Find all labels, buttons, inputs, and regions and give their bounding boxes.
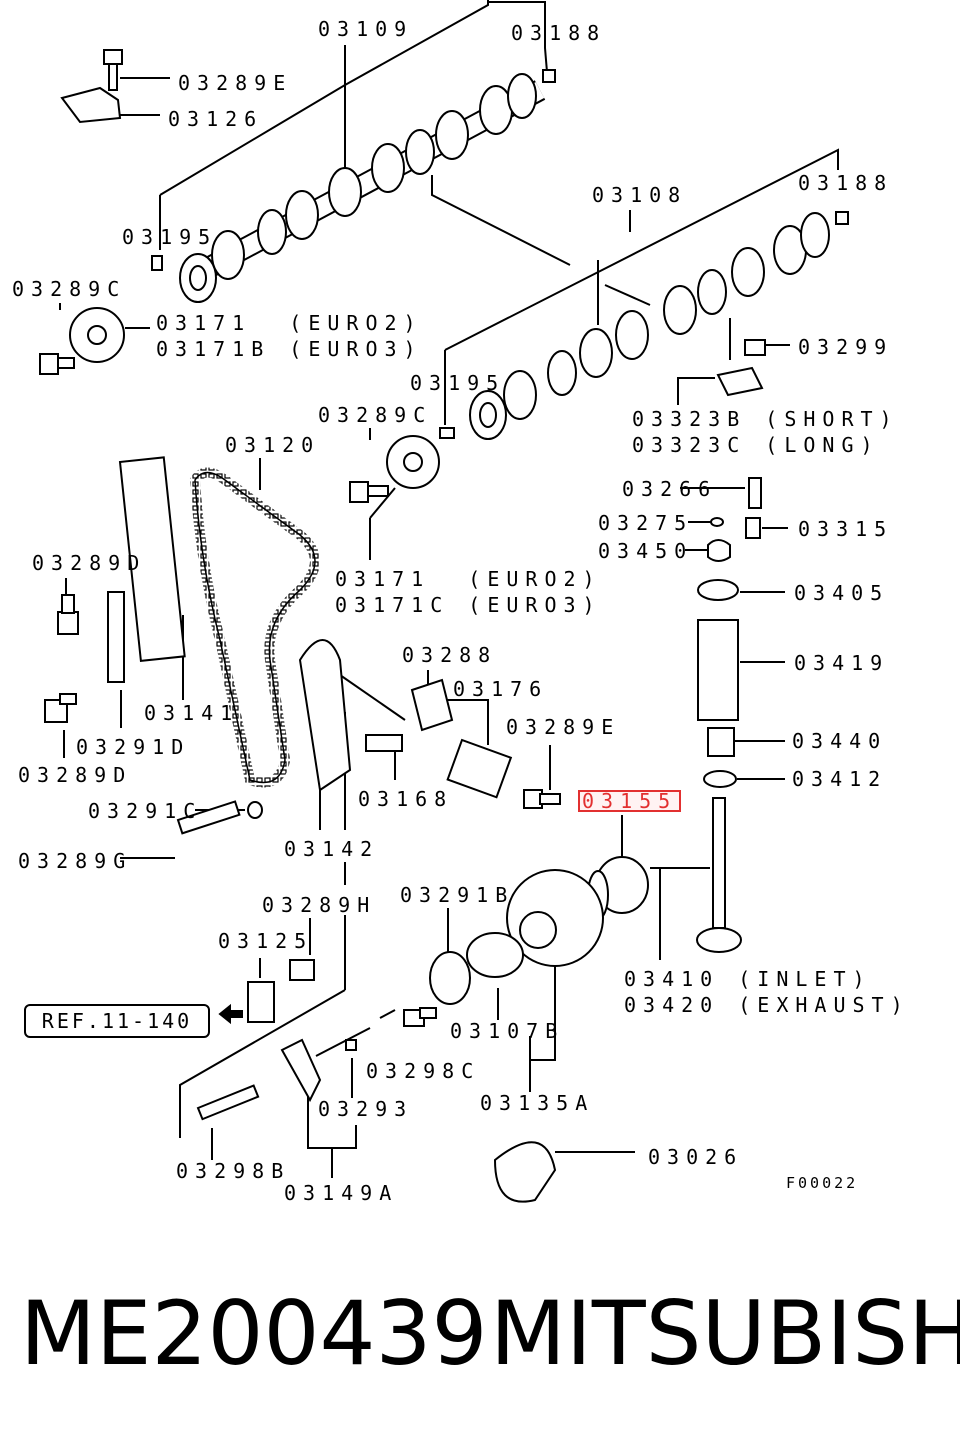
label-03168: 03168 [358, 787, 454, 811]
label-03412: 03412 [792, 767, 888, 791]
label-03293: 03293 [318, 1097, 414, 1121]
label-03141: 03141 [144, 701, 240, 725]
label-03289e-top: 03289E [178, 71, 293, 95]
footer-caption: ME200439 MITSUBISHI [0, 1282, 960, 1392]
label-03289e-mid: 03289E [506, 715, 621, 739]
label-03291d: 03291D [76, 735, 191, 759]
label-03288: 03288 [402, 643, 498, 667]
label-03266: 03266 [622, 477, 718, 501]
label-03419: 03419 [794, 651, 890, 675]
label-03171b-euro3: 03171B (EURO3) [156, 337, 423, 361]
label-03405: 03405 [794, 581, 890, 605]
label-03188-upper: 03188 [511, 21, 607, 45]
label-03171-euro2-lower: 03171 (EURO2) [335, 567, 602, 591]
label-03289g: 03289G [18, 849, 133, 873]
label-03125: 03125 [218, 929, 314, 953]
label-03107b: 03107B [450, 1019, 565, 1043]
label-03289d-upper: 03289D [32, 551, 147, 575]
figure-code: F00022 [786, 1174, 859, 1192]
label-03289h: 03289H [262, 893, 377, 917]
label-03142: 03142 [284, 837, 380, 861]
label-03126: 03126 [168, 107, 264, 131]
label-03298b: 03298B [176, 1159, 291, 1183]
label-03195-upper: 03195 [122, 225, 218, 249]
label-03289c-mid: 03289C [318, 403, 433, 427]
label-03291c: 03291C [88, 799, 203, 823]
label-03171-euro2-upper: 03171 (EURO2) [156, 311, 423, 335]
label-03323b-short: 03323B (SHORT) [632, 407, 899, 431]
label-03195-lower: 03195 [410, 371, 506, 395]
label-03323c-long: 03323C (LONG) [632, 433, 880, 457]
label-03289d-lower: 03289D [18, 763, 133, 787]
label-03410-inlet: 03410 (INLET) [624, 967, 872, 991]
label-03149a: 03149A [284, 1181, 399, 1205]
label-03026: 03026 [648, 1145, 744, 1169]
brand-name: MITSUBISHI [490, 1282, 960, 1385]
label-03289c-left: 03289C [12, 277, 127, 301]
part-number: ME200439 [20, 1282, 488, 1385]
label-03299: 03299 [798, 335, 894, 359]
ref-box[interactable]: REF.11-140 [24, 1004, 210, 1038]
label-03450: 03450 [598, 539, 694, 563]
label-03440: 03440 [792, 729, 888, 753]
label-03155-highlighted[interactable]: 03155 [578, 790, 682, 812]
label-03135a: 03135A [480, 1091, 595, 1115]
label-03109: 03109 [318, 17, 414, 41]
label-03171c-euro3: 03171C (EURO3) [335, 593, 602, 617]
label-03176: 03176 [453, 677, 549, 701]
label-03315: 03315 [798, 517, 894, 541]
label-03108: 03108 [592, 183, 688, 207]
label-03188-lower: 03188 [798, 171, 894, 195]
label-03420-exhaust: 03420 (EXHAUST) [624, 993, 910, 1017]
label-03120: 03120 [225, 433, 321, 457]
label-03275: 03275 [598, 511, 694, 535]
label-03291b: 03291B [400, 883, 515, 907]
label-03298c: 03298C [366, 1059, 481, 1083]
